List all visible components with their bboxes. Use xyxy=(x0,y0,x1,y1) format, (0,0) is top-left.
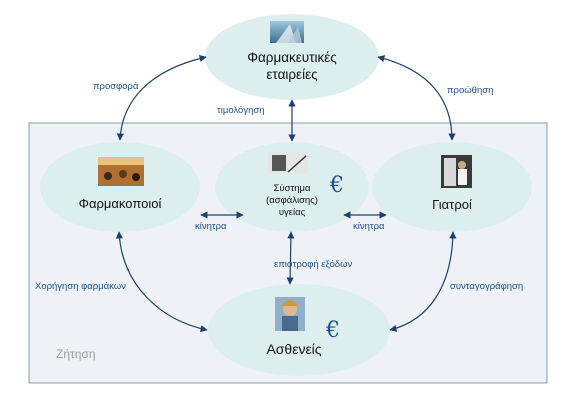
patients-label: Ασθενείς xyxy=(266,341,322,357)
demand-zone-label: Ζήτηση xyxy=(56,347,96,361)
reimbursement-label: επιστροφή εξόδων xyxy=(274,259,353,270)
system-node xyxy=(215,142,369,232)
pharmacists-label: Φαρμακοποιοί xyxy=(78,196,162,211)
prescribing-label: συνταγογράφηση xyxy=(450,281,524,292)
incentives-right-label: κίνητρα xyxy=(353,221,385,232)
incentives-left-label: κίνητρα xyxy=(195,221,227,232)
skyscraper-image xyxy=(270,21,304,43)
promotion-label: προώθηση xyxy=(447,85,494,96)
pharmacists-node xyxy=(40,142,200,232)
pharmacy-photo xyxy=(98,157,144,186)
patients-euro-symbol: € xyxy=(326,318,340,343)
calculator-image xyxy=(268,152,308,174)
promotion-arrow xyxy=(377,55,456,141)
prescribing-arrow xyxy=(389,231,457,332)
pharma-companies-label: Φαρμακευτικές εταιρείες xyxy=(247,50,337,82)
system-label: Σύστημα (ασφάλισης) υγείας xyxy=(266,183,318,218)
offer-arrow xyxy=(116,54,207,141)
reimbursement-arrow xyxy=(286,231,295,285)
drug-dispensing-label: Χορήγηση φαρμάκων xyxy=(35,281,126,292)
drug-dispensing-arrow xyxy=(115,231,208,333)
doctors-label: Γιατροί xyxy=(432,197,472,212)
patient-photo xyxy=(275,297,305,331)
offer-label: προσφορά xyxy=(93,81,139,92)
doctor-photo xyxy=(441,155,472,188)
pharma-companies-node xyxy=(205,14,379,100)
pricing-label: τιμολόγηση xyxy=(217,105,265,116)
system-euro-symbol: € xyxy=(330,173,344,198)
